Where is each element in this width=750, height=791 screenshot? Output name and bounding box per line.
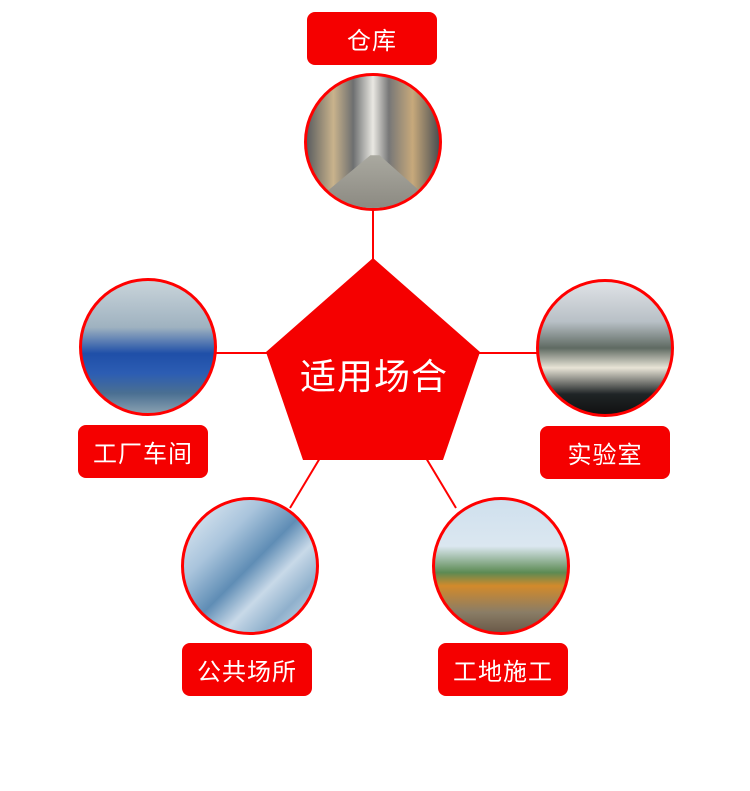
label-public: 公共场所 (182, 643, 312, 696)
center-pentagon (266, 258, 480, 460)
label-lab: 实验室 (540, 426, 670, 479)
warehouse-photo (304, 73, 442, 211)
label-factory: 工厂车间 (78, 425, 208, 478)
connector-site (425, 457, 457, 509)
lab-photo (536, 279, 674, 417)
connector-public (289, 457, 321, 509)
center-title: 适用场合 (299, 357, 448, 398)
label-site: 工地施工 (438, 643, 568, 696)
label-warehouse: 仓库 (307, 12, 437, 65)
factory-photo (79, 278, 217, 416)
public-place-photo (181, 497, 319, 635)
construction-site-photo (432, 497, 570, 635)
